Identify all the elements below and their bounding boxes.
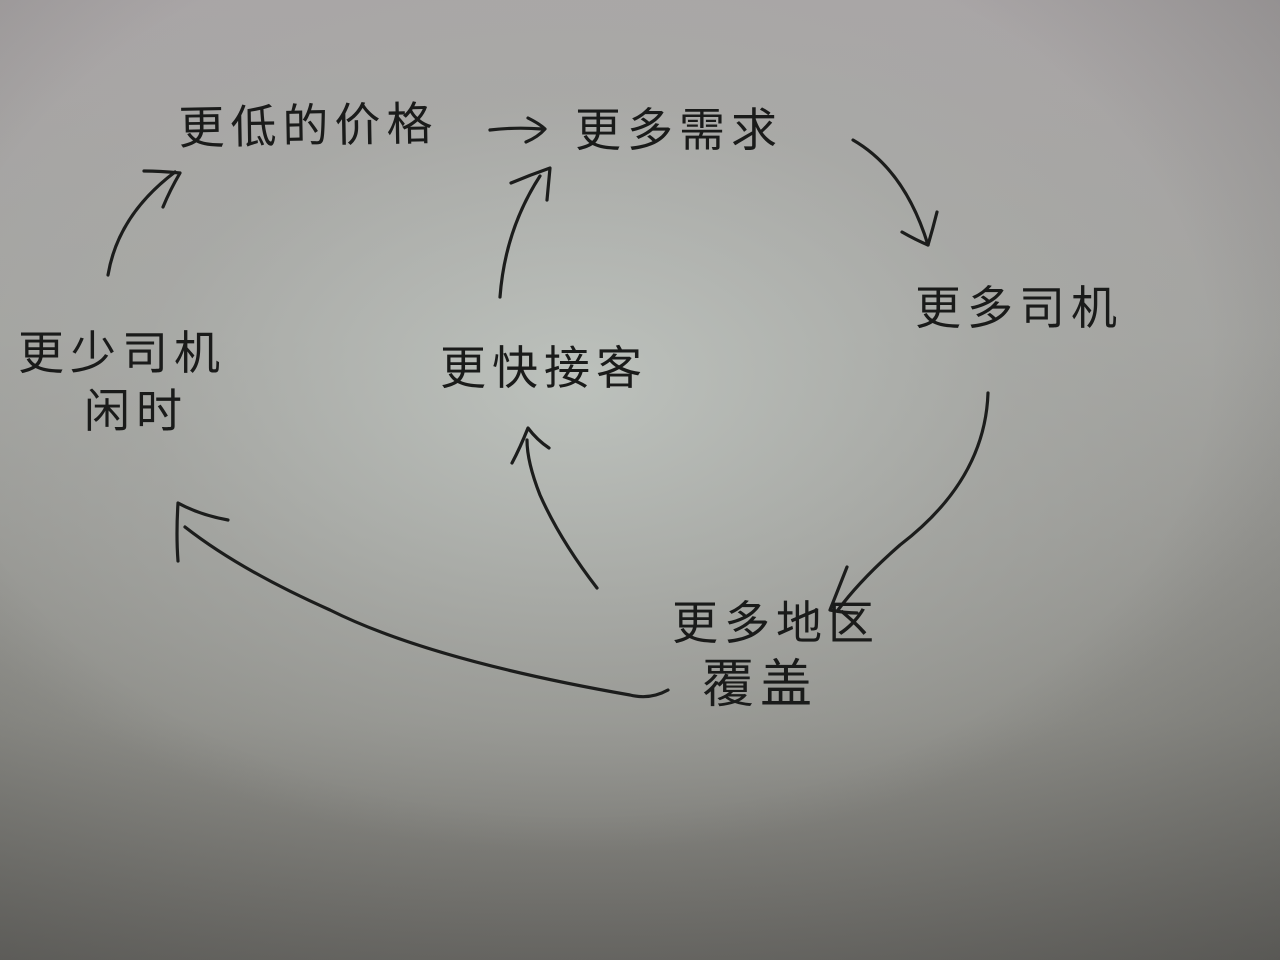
- node-label-line-2: 覆盖: [702, 654, 819, 715]
- node-label: 更多司机: [915, 281, 1123, 335]
- node-label-line-2: 闲时: [84, 383, 188, 438]
- arrow-more-demand-to-more-drivers: [851, 138, 939, 247]
- node-more-demand: 更多需求: [575, 102, 783, 160]
- node-label: 更快接客: [440, 341, 648, 395]
- node-label-line-1: 更少司机: [18, 326, 226, 380]
- arrow-faster-pickup-to-more-demand: [498, 166, 552, 299]
- node-lower-price: 更低的价格: [178, 95, 439, 157]
- arrow-lower-price-to-more-demand: [488, 116, 547, 144]
- node-more-coverage: 更多地区 覆盖: [672, 595, 880, 718]
- node-label-line-1: 更多地区: [672, 596, 880, 650]
- arrow-more-coverage-to-less-idle: [175, 501, 670, 699]
- arrow-less-idle-to-lower-price: [106, 169, 182, 277]
- node-less-idle-drivers: 更少司机 闲时: [18, 325, 226, 440]
- node-more-drivers: 更多司机: [915, 280, 1123, 338]
- arrow-more-coverage-to-faster-pickup: [510, 426, 599, 590]
- node-label: 更多需求: [575, 103, 783, 157]
- node-label: 更低的价格: [178, 96, 439, 155]
- arrow-more-drivers-to-more-coverage: [828, 391, 990, 615]
- node-faster-pickup: 更快接客: [440, 340, 648, 398]
